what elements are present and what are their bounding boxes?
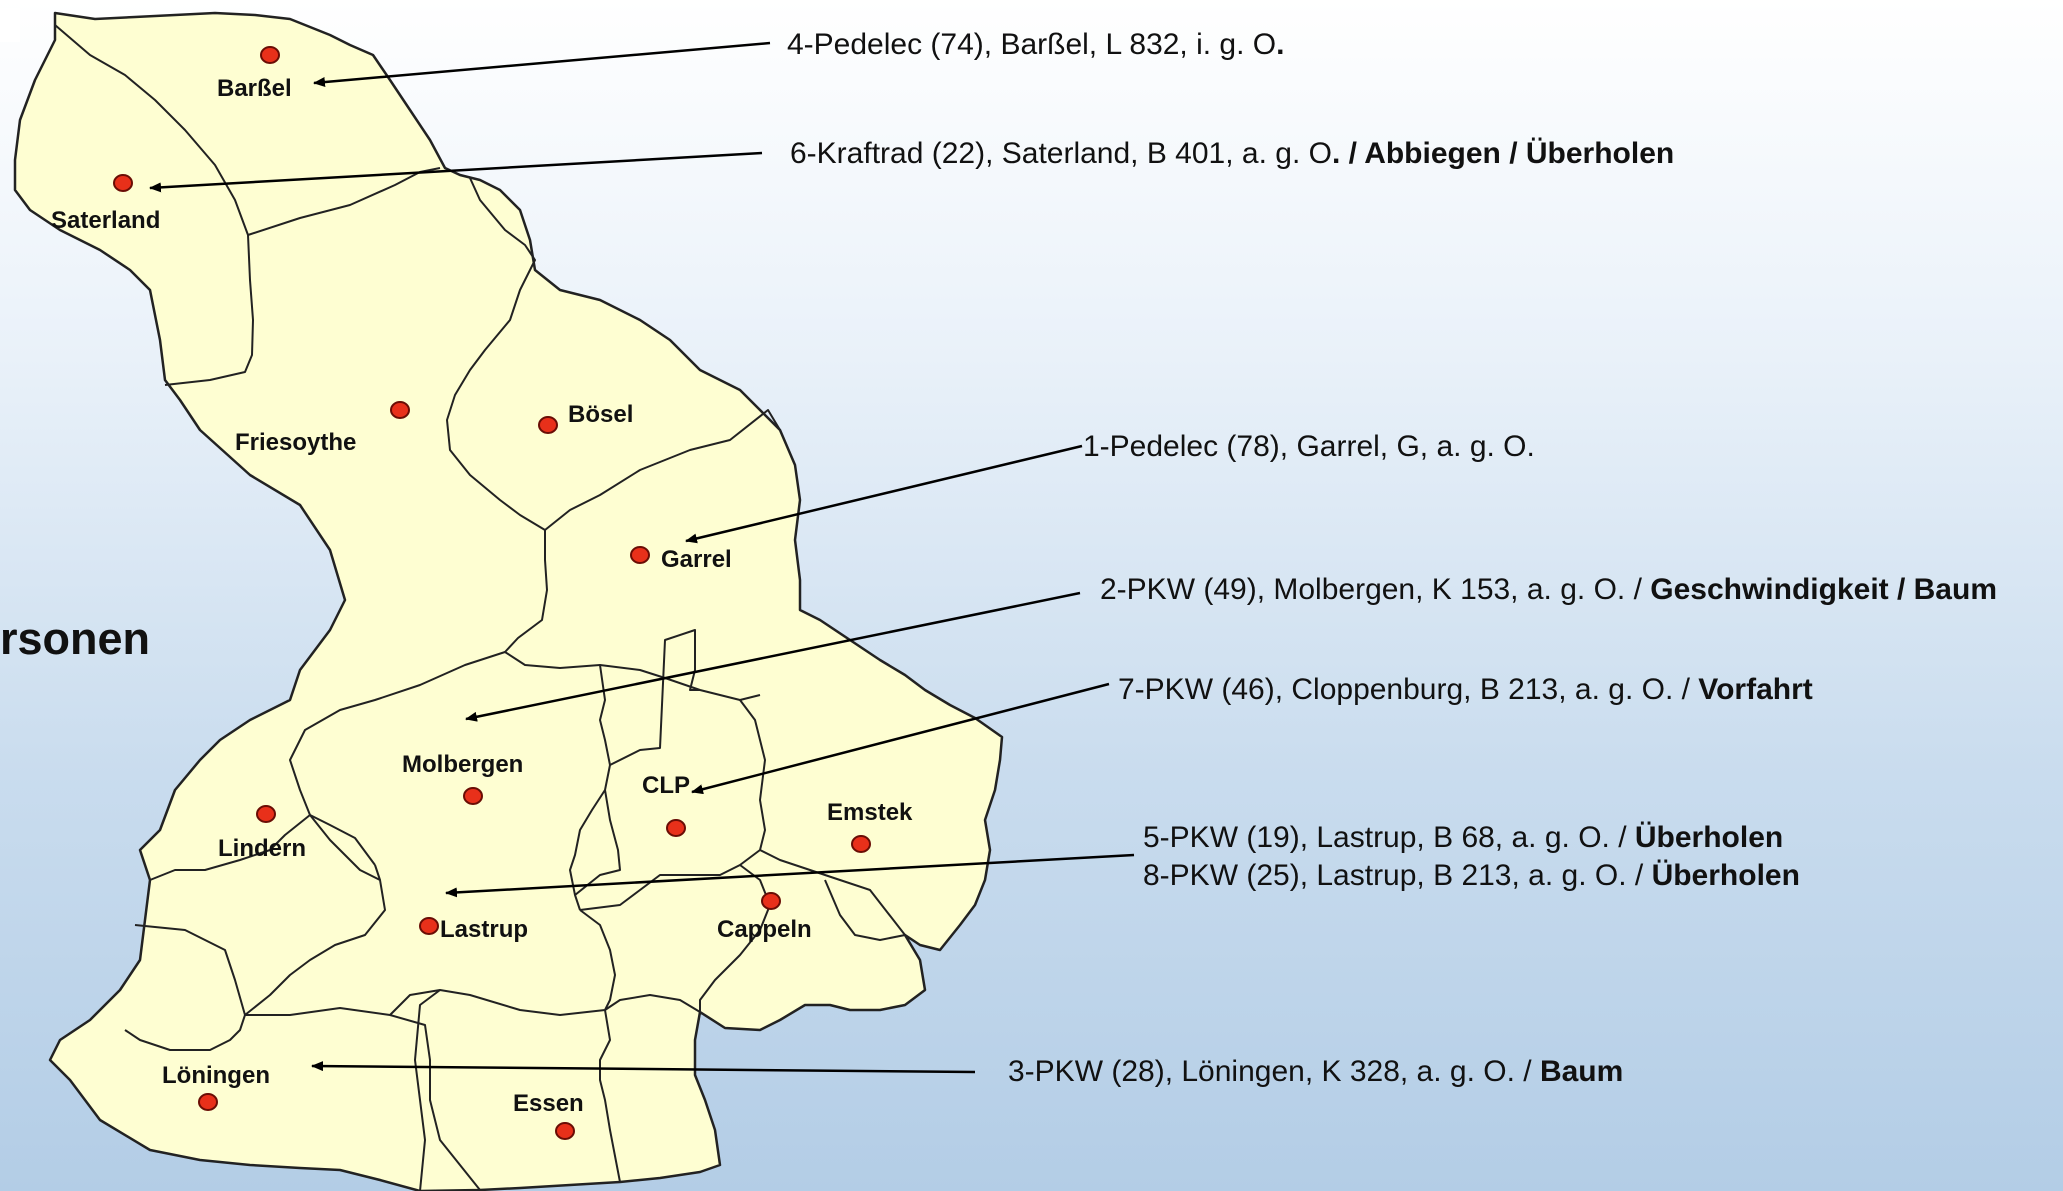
- marker-friesoythe: [390, 401, 410, 419]
- label-essen: Essen: [513, 1090, 584, 1117]
- marker-boesel: [538, 416, 558, 434]
- note-a5: 5-PKW (19), Lastrup, B 68, a. g. O. / Üb…: [1143, 819, 1783, 857]
- label-cappeln: Cappeln: [717, 916, 812, 943]
- label-friesoythe: Friesoythe: [235, 429, 356, 456]
- label-lindern: Lindern: [218, 835, 306, 862]
- note-a1-text: 1-Pedelec (78), Garrel, G, a. g. O.: [1083, 430, 1535, 463]
- note-a7-cause: Vorfahrt: [1698, 673, 1813, 706]
- note-a2: 2-PKW (49), Molbergen, K 153, a. g. O. /…: [1100, 571, 1997, 609]
- label-saterland: Saterland: [51, 207, 160, 234]
- arrow-a4: [313, 41, 771, 88]
- note-a3: 3-PKW (28), Löningen, K 328, a. g. O. / …: [1008, 1053, 1623, 1091]
- marker-barssel: [260, 46, 280, 64]
- note-a3-cause: Baum: [1539, 1055, 1624, 1088]
- note-a6-text: 6-Kraftrad (22), Saterland, B 401, a. g.…: [790, 137, 1332, 170]
- marker-cappeln: [761, 892, 781, 910]
- marker-saterland: [113, 174, 133, 192]
- note-a7: 7-PKW (46), Cloppenburg, B 213, a. g. O.…: [1118, 671, 1813, 709]
- note-a7-text: 7-PKW (46), Cloppenburg, B 213, a. g. O.…: [1118, 673, 1699, 706]
- note-a6-cause: Abbiegen / Überholen: [1364, 137, 1675, 170]
- arrow-a5-a8: [445, 853, 1135, 898]
- marker-garrel: [630, 546, 650, 564]
- marker-emstek: [851, 835, 871, 853]
- arrow-a6: [149, 151, 763, 193]
- note-a6: 6-Kraftrad (22), Saterland, B 401, a. g.…: [790, 135, 1674, 173]
- label-lastrup: Lastrup: [440, 916, 528, 943]
- note-a2-cause: Geschwindigkeit / Baum: [1650, 573, 1997, 606]
- note-a3-text: 3-PKW (28), Löningen, K 328, a. g. O. /: [1008, 1055, 1540, 1088]
- marker-essen: [555, 1122, 575, 1140]
- corner-box: [0, 8, 20, 42]
- pointer-arrows: [149, 41, 1135, 1074]
- note-a5-cause: Überholen: [1634, 821, 1784, 854]
- district-outline: [13, 11, 1004, 1191]
- arrow-a7: [691, 682, 1110, 795]
- label-clp: CLP: [642, 772, 690, 799]
- note-a1: 1-Pedelec (78), Garrel, G, a. g. O.: [1083, 428, 1535, 466]
- marker-lastrup: [419, 917, 439, 935]
- label-barssel: Barßel: [217, 75, 292, 102]
- arrow-a3: [311, 1061, 976, 1074]
- note-a4-text: 4-Pedelec (74), Barßel, L 832, i. g. O: [787, 28, 1277, 61]
- note-a4-suffix: .: [1276, 28, 1285, 61]
- arrow-a1: [685, 444, 1083, 544]
- note-a4: 4-Pedelec (74), Barßel, L 832, i. g. O.: [787, 26, 1284, 64]
- label-emstek: Emstek: [827, 799, 913, 826]
- note-a8: 8-PKW (25), Lastrup, B 213, a. g. O. / Ü…: [1143, 857, 1800, 895]
- note-a8-text: 8-PKW (25), Lastrup, B 213, a. g. O. /: [1143, 859, 1652, 892]
- marker-lindern: [256, 805, 276, 823]
- marker-clp: [666, 819, 686, 837]
- label-molbergen: Molbergen: [402, 751, 523, 778]
- arrow-a2: [465, 591, 1081, 722]
- note-a8-cause: Überholen: [1651, 859, 1800, 892]
- note-a5-text: 5-PKW (19), Lastrup, B 68, a. g. O. /: [1143, 821, 1635, 854]
- label-loeningen: Löningen: [162, 1062, 270, 1089]
- note-a6-suffix: . /: [1331, 137, 1365, 170]
- marker-loeningen: [198, 1093, 218, 1111]
- town-markers: [113, 46, 871, 1140]
- town-labels: Barßel Saterland Friesoythe Bösel Garrel…: [51, 75, 913, 1117]
- note-a2-text: 2-PKW (49), Molbergen, K 153, a. g. O. /: [1100, 573, 1651, 606]
- slide-title-fragment: rsonen: [0, 613, 151, 664]
- municipal-borders: [54, 24, 906, 1191]
- label-garrel: Garrel: [661, 546, 732, 573]
- marker-molbergen: [463, 787, 483, 805]
- label-boesel: Bösel: [568, 401, 633, 428]
